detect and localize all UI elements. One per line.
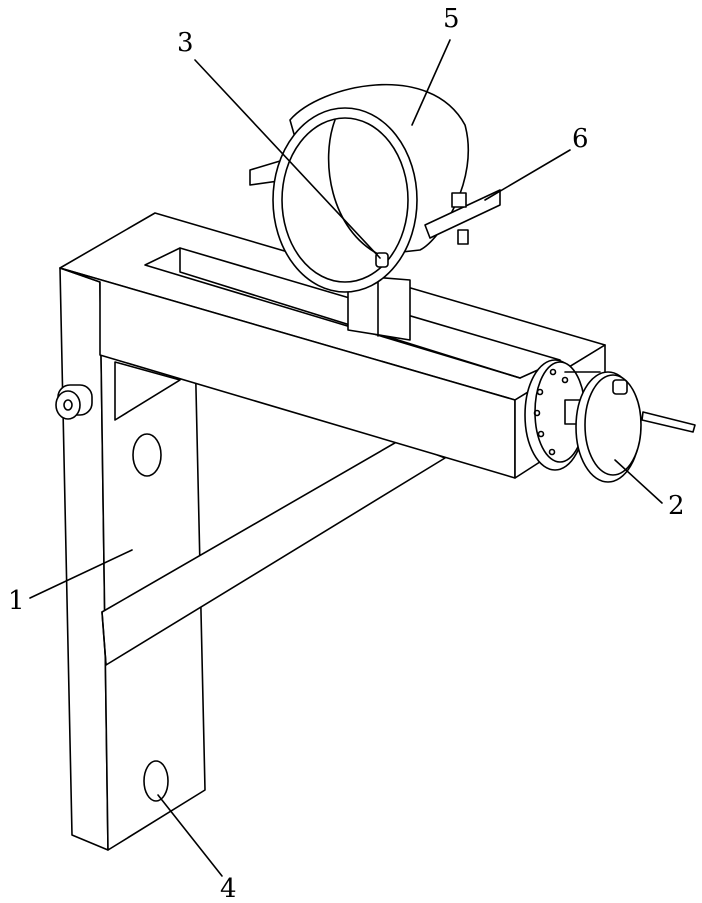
label-5: 5 xyxy=(443,6,460,32)
label-3: 3 xyxy=(177,30,194,56)
side-knob xyxy=(56,385,92,419)
label-6: 6 xyxy=(572,126,589,152)
mount-hole-lower xyxy=(144,761,168,801)
mount-hole-upper xyxy=(133,434,161,476)
flange-assembly xyxy=(525,360,695,482)
bolt-nut xyxy=(458,230,468,244)
label-4: 4 xyxy=(220,876,237,902)
bolt-head xyxy=(452,193,466,207)
label-1: 1 xyxy=(8,588,25,614)
label-2: 2 xyxy=(668,493,685,519)
